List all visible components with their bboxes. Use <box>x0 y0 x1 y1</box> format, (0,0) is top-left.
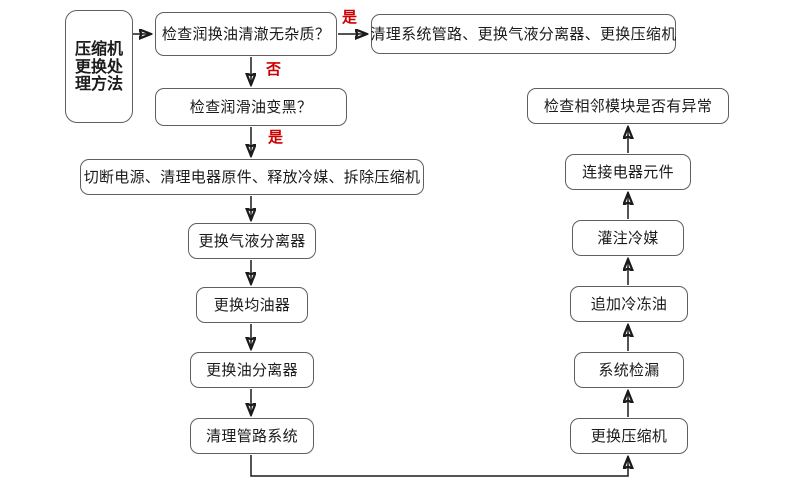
node-power-off-steps[interactable]: 切断电源、清理电器原件、释放冷媒、拆除压缩机 <box>80 159 424 195</box>
edge-label-yes-2: 是 <box>268 128 284 146</box>
node-replace-gas-liquid-separator[interactable]: 更换气液分离器 <box>188 223 316 259</box>
node-clean-pipeline-system[interactable]: 清理管路系统 <box>190 418 314 454</box>
node-clean-system-replace[interactable]: 清理系统管路、更换气液分离器、更换压缩机 <box>371 14 676 54</box>
edge-label-yes-1: 是 <box>342 8 358 26</box>
node-replace-compressor[interactable]: 更换压缩机 <box>570 418 688 454</box>
node-check-oil-black[interactable]: 检查润滑油变黑？ <box>155 88 347 126</box>
edge-clean-pipeline-to-replace-compressor <box>250 455 628 477</box>
node-check-oil-clear[interactable]: 检查润换油清澈无杂质？ <box>155 12 337 56</box>
node-add-refrigeration-oil[interactable]: 追加冷冻油 <box>570 286 688 322</box>
node-replace-oil-separator[interactable]: 更换油分离器 <box>190 352 314 388</box>
edge-label-no-1: 否 <box>266 60 282 78</box>
node-system-leak-test[interactable]: 系统检漏 <box>574 352 684 388</box>
node-title-compressor-replacement-method[interactable]: 压缩机更换处理方法 <box>65 10 133 123</box>
node-connect-electrical-components[interactable]: 连接电器元件 <box>565 154 691 190</box>
node-replace-oil-balancer[interactable]: 更换均油器 <box>196 287 308 323</box>
node-charge-refrigerant[interactable]: 灌注冷媒 <box>572 220 684 256</box>
node-check-adjacent-modules[interactable]: 检查相邻模块是否有异常 <box>527 88 729 124</box>
